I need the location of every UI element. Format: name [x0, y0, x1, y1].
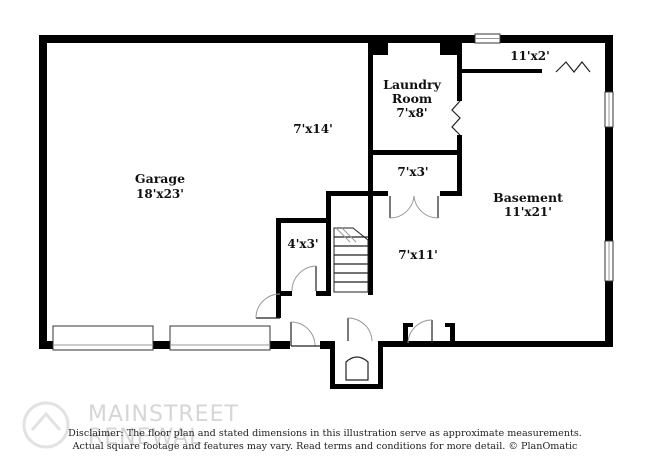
- wall-laundry-bottom: [368, 150, 462, 155]
- wall-4x3-bottom-left: [276, 291, 292, 296]
- wall-door-left: [403, 323, 408, 343]
- stairs: [333, 227, 369, 293]
- wall-door-top-right: [445, 323, 455, 327]
- wall-bottom-1: [39, 341, 53, 349]
- bump-right: [378, 341, 383, 389]
- garage-door-right: [169, 325, 271, 351]
- disclaimer-line1: Disclaimer: The floor plan and stated di…: [68, 428, 582, 439]
- laundry-dim: 7'x8': [396, 106, 427, 120]
- wall-laundry-right-lower: [457, 135, 462, 152]
- garage-door-left: [52, 325, 154, 351]
- wall-4x3-bottom-right: [316, 291, 331, 296]
- garage-name: Garage: [135, 171, 185, 186]
- wall-bottom-3: [270, 341, 290, 349]
- room-labels: Garage 18'x23' 7'x14' Laundry Room 7'x8'…: [135, 49, 563, 262]
- wall-stair-right: [368, 191, 373, 295]
- closet-double-door: [389, 195, 439, 219]
- basement-dim: 11'x21': [504, 205, 552, 219]
- wall-stair-top: [326, 191, 373, 196]
- wall-4x3-left: [276, 218, 281, 296]
- bumpout-fixture: [345, 356, 369, 381]
- bifold-door-top-right: [555, 61, 591, 73]
- closet-dim: 7'x3': [397, 165, 428, 179]
- wall-stair-left: [326, 191, 331, 295]
- laundry-name-line1: Laundry: [383, 77, 441, 92]
- wall-closet-right: [457, 150, 462, 195]
- wall-top-left: [39, 35, 475, 43]
- door-bumpout: [347, 317, 373, 342]
- laundry-name-line2: Room: [392, 91, 432, 106]
- exterior-walls: [39, 35, 613, 389]
- garage-upper-dim: 7'x14': [293, 122, 333, 136]
- wall-top-right: [500, 35, 613, 43]
- wall-door-top-left: [403, 323, 413, 327]
- watermark-text-line1: MAINSTREET: [88, 402, 239, 427]
- wall-bottom-2: [153, 341, 170, 349]
- bump-left: [330, 341, 335, 389]
- wall-closet-bottom-right: [440, 191, 462, 196]
- wall-bottom-4: [320, 341, 333, 349]
- wall-corner-block-left: [368, 43, 388, 55]
- wall-top-right-strip: [457, 69, 542, 73]
- wall-corner-block-right: [440, 43, 462, 55]
- disclaimer-line2: Actual square footage and features may v…: [72, 441, 578, 452]
- bifold-door-laundry: [451, 100, 461, 136]
- wall-left: [39, 35, 47, 348]
- wall-right: [605, 35, 613, 347]
- windows: [52, 33, 614, 351]
- watermark-text-line2: RENEWAL: [88, 425, 202, 450]
- watermark-logo: MAINSTREET RENEWAL: [22, 401, 239, 450]
- wall-closet-bottom-left: [368, 191, 388, 196]
- wall-4x3-top: [276, 218, 331, 223]
- door-4x3: [291, 265, 317, 292]
- interior-walls: [276, 43, 542, 343]
- top-right-dim: 11'x2': [510, 49, 550, 63]
- small-closet-dim: 4'x3': [287, 237, 318, 251]
- hall-dim: 7'x11': [398, 248, 438, 262]
- door-basement-bottom: [407, 319, 433, 344]
- wall-garage-stub: [276, 291, 281, 318]
- door-bottom-left: [290, 321, 320, 347]
- bump-bottom: [330, 384, 383, 389]
- wall-bottom-5: [380, 341, 613, 347]
- door-garage-entry: [255, 293, 281, 319]
- basement-name: Basement: [493, 190, 563, 205]
- doors: [255, 61, 591, 381]
- garage-dim: 18'x23': [136, 187, 184, 201]
- watermark-house-icon: [30, 411, 62, 431]
- watermark-circle-icon: [22, 401, 70, 449]
- wall-garage-laundry: [368, 43, 373, 193]
- wall-door-right: [450, 323, 455, 343]
